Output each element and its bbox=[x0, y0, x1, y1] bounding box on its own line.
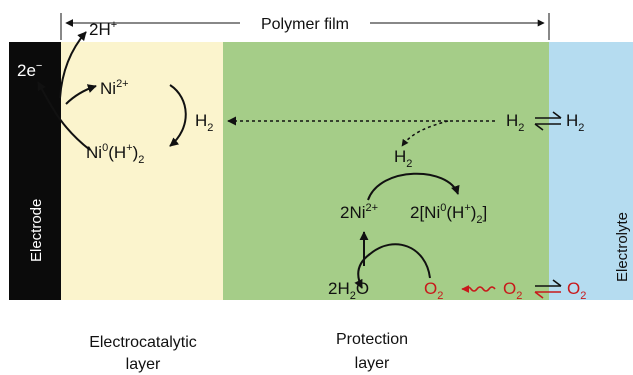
electrode-label: Electrode bbox=[28, 199, 45, 262]
hydrogen-film-label: H2 bbox=[506, 111, 524, 134]
electrocatalytic-layer-label: Electrocatalytic bbox=[89, 334, 197, 351]
nickel-hydride-protection-label: 2[Ni0(H+)2] bbox=[410, 202, 487, 226]
protection-layer-label: Protection bbox=[336, 331, 408, 348]
oxygen-film-label: O2 bbox=[503, 279, 522, 302]
hydrogen-permeating-label: H2 bbox=[394, 147, 412, 170]
oxygen-equilibrium-arrows bbox=[534, 279, 562, 299]
polymer-film-label: Polymer film bbox=[261, 16, 349, 33]
electrocatalytic-layer-region bbox=[61, 42, 223, 300]
water-label: 2H2O bbox=[328, 279, 369, 302]
wavy-arrow-oxygen-diffusion bbox=[461, 285, 496, 293]
curved-arrow-to-nickel-ion bbox=[65, 84, 97, 105]
protons-label: 2H+ bbox=[89, 19, 117, 39]
electrons-label: 2e− bbox=[17, 60, 42, 80]
protection-layer-region bbox=[223, 42, 549, 300]
oxygen-reacting-label: O2 bbox=[424, 279, 443, 302]
electrolyte-label: Electrolyte bbox=[614, 212, 631, 282]
polymer-film-span bbox=[60, 13, 550, 40]
hydrogen-electrolyte-label: H2 bbox=[566, 111, 584, 134]
curved-arrow-regeneration bbox=[169, 84, 187, 147]
curved-arrow-to-electrons bbox=[37, 81, 91, 151]
curved-arrow-nickel-reduction bbox=[367, 172, 460, 201]
electrode-region bbox=[9, 42, 61, 300]
protection-layer-label-line2: layer bbox=[355, 355, 390, 372]
hydrogen-catalytic-label: H2 bbox=[195, 111, 213, 134]
dashed-arrow-hydrogen-branch bbox=[401, 120, 449, 147]
nickel-ion-label: Ni2+ bbox=[100, 78, 129, 98]
nickel-ion-protection-label: 2Ni2+ bbox=[340, 202, 378, 222]
electrocatalytic-layer-label-line2: layer bbox=[126, 356, 161, 373]
electrolyte-region bbox=[549, 42, 633, 300]
nickel-hydride-label: Ni0(H+)2 bbox=[86, 142, 144, 166]
oxygen-electrolyte-label: O2 bbox=[567, 279, 586, 302]
curved-arrow-oxygen-reduction bbox=[354, 243, 431, 289]
hydrogen-equilibrium-arrows bbox=[534, 111, 562, 131]
curved-arrow-to-protons bbox=[59, 31, 87, 99]
